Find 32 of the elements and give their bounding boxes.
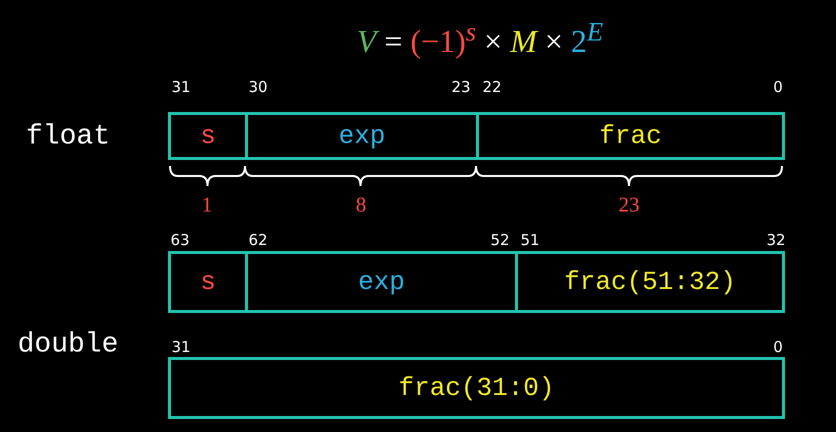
field-name: exp [358,267,405,297]
field-name: exp [338,121,386,151]
bit-count: 23 [618,192,640,218]
fraction-field [515,251,785,313]
field-name: s [200,121,216,151]
bit-count: 8 [356,192,366,218]
bit-number: 22 [482,78,502,96]
bit-number: 23 [451,78,471,96]
field-name: frac [599,121,662,151]
bit-number: 32 [766,231,786,249]
field-name: frac(31:0) [398,373,555,403]
bit-number: 31 [171,78,191,96]
bit-number: 31 [171,338,191,356]
bit-number: 51 [520,231,540,249]
fraction-field [476,112,785,160]
fraction-field [168,357,785,419]
field-name: frac(51:32) [564,267,736,297]
bit-number: 0 [773,78,783,96]
bit-number: 0 [773,338,783,356]
exponent-field [245,251,518,313]
sign-field [168,112,248,160]
sign-field [168,251,248,313]
type-name: double [18,330,118,360]
type-name: float [26,122,110,152]
formula: V = (−1)$^{s}$ × M × 2$^{E}$ [356,16,604,60]
exponent-field [245,112,479,160]
bit-count: 1 [202,192,212,218]
field-name: s [200,267,216,297]
bit-number: 52 [490,231,510,249]
bit-number: 30 [248,78,268,96]
bit-number: 63 [170,231,190,249]
bit-number: 62 [248,231,268,249]
